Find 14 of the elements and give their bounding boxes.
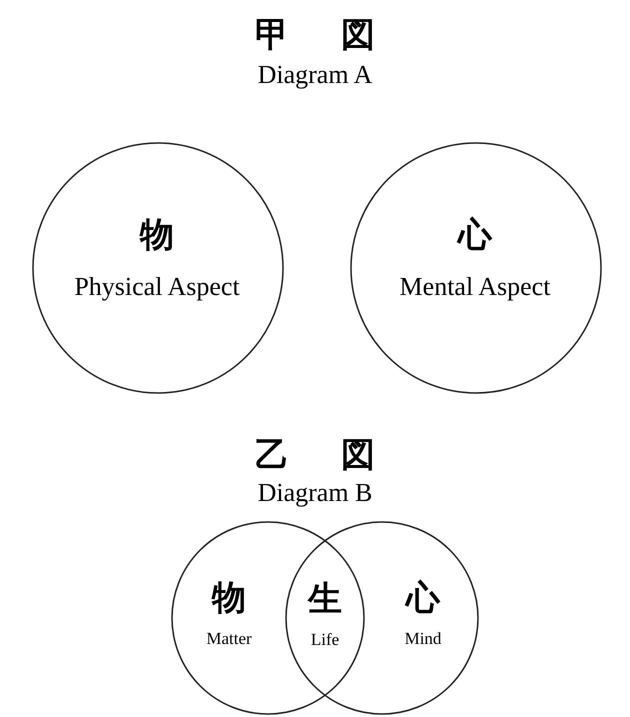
caption-text: Mental Aspect [400, 272, 550, 302]
caption-text: Mind [404, 629, 442, 649]
diagram-subtitle: Diagram A [258, 60, 372, 90]
caption-text: Physical Aspect [74, 272, 240, 302]
diagram-subtitle: Diagram B [258, 478, 372, 508]
diagram-heading: 甲 図 [255, 14, 375, 57]
diagram-heading: 乙 図 [255, 434, 375, 477]
kanji-character: 生 [308, 578, 342, 621]
kanji-character: 物 [212, 577, 246, 620]
caption-text: Matter [206, 629, 252, 649]
kanji-character: 心 [458, 214, 492, 257]
kanji-character: 物 [140, 214, 174, 257]
kanji-character: 心 [406, 577, 440, 620]
caption-text: Life [310, 630, 340, 650]
